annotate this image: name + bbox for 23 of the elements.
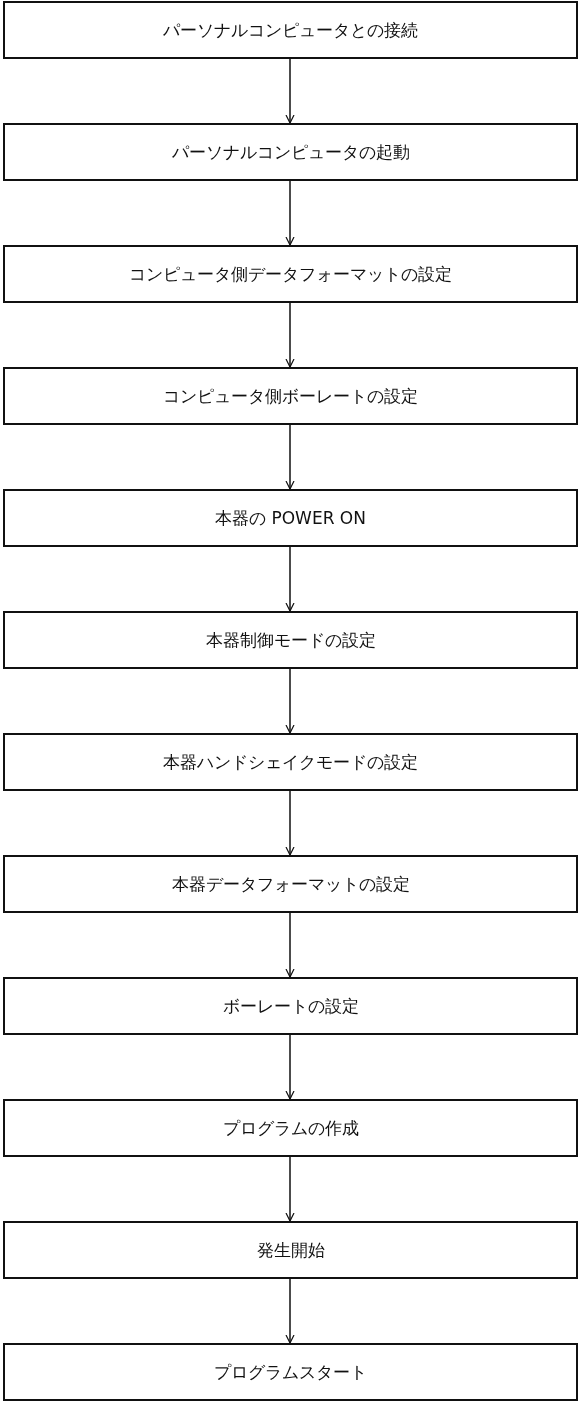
- process-box: コンピュータ側データフォーマットの設定: [3, 245, 578, 303]
- process-box: コンピュータ側ボーレートの設定: [3, 367, 578, 425]
- arrow: [285, 302, 295, 368]
- arrow: [285, 546, 295, 612]
- arrow: [285, 1278, 295, 1344]
- process-box: 本器制御モードの設定: [3, 611, 578, 669]
- arrow: [285, 912, 295, 978]
- process-box: 本器データフォーマットの設定: [3, 855, 578, 913]
- process-box: プログラムスタート: [3, 1343, 578, 1401]
- process-box: 本器の POWER ON: [3, 489, 578, 547]
- arrow: [285, 58, 295, 124]
- process-box: パーソナルコンピュータの起動: [3, 123, 578, 181]
- arrow: [285, 180, 295, 246]
- process-box: パーソナルコンピュータとの接続: [3, 1, 578, 59]
- arrow: [285, 790, 295, 856]
- process-box: 本器ハンドシェイクモードの設定: [3, 733, 578, 791]
- process-box: ボーレートの設定: [3, 977, 578, 1035]
- process-box: 発生開始: [3, 1221, 578, 1279]
- arrow: [285, 1156, 295, 1222]
- arrow: [285, 668, 295, 734]
- process-box: プログラムの作成: [3, 1099, 578, 1157]
- arrow: [285, 1034, 295, 1100]
- arrow: [285, 424, 295, 490]
